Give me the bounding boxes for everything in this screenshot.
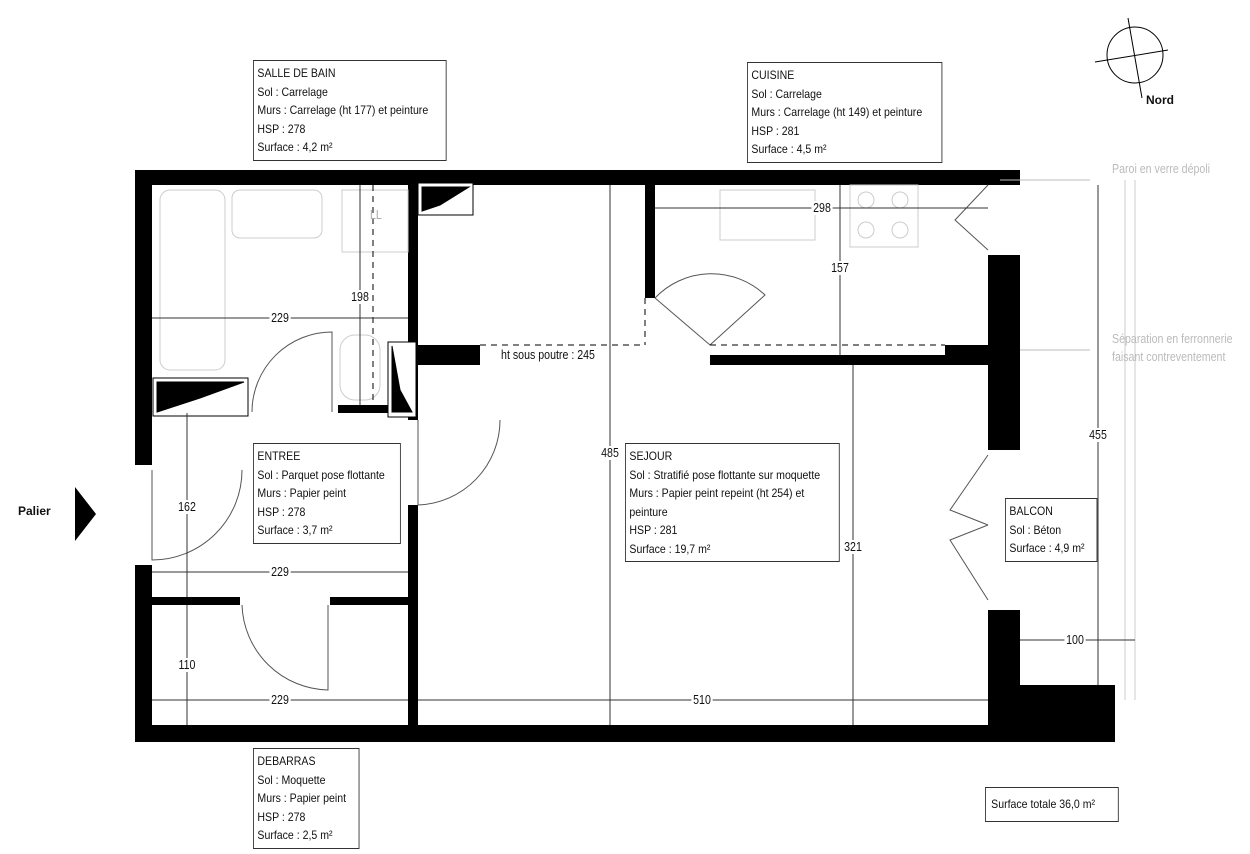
washing-machine	[341, 189, 409, 253]
dim-balcon-width: 100	[1064, 633, 1086, 647]
room-info-entree: ENTREE Sol : Parquet pose flottante Murs…	[253, 443, 401, 544]
room-sol: Sol : Moquette	[257, 772, 326, 787]
room-surface: Surface : 2,5 m²	[257, 828, 333, 842]
surface-totale: Surface totale 36,0 m²	[985, 787, 1119, 822]
dim-poutre: ht sous poutre : 245	[499, 348, 597, 362]
dim-entree-width: 229	[269, 565, 291, 579]
balcon-block	[990, 685, 1115, 742]
room-sol: Sol : Carrelage	[257, 84, 328, 99]
wall-debarras-left	[152, 597, 240, 605]
room-hsp: HSP : 281	[751, 123, 800, 138]
note-separation-2: faisant contreventement	[1112, 350, 1226, 364]
room-name: DEBARRAS	[257, 754, 316, 768]
room-murs-cont: peinture	[629, 504, 668, 519]
room-murs: Murs : Carrelage (ht 149) et peinture	[751, 105, 923, 119]
compass-icon	[1094, 17, 1169, 99]
room-surface: Surface : 4,9 m²	[1009, 541, 1085, 555]
dim-cuisine-width: 298	[811, 201, 833, 215]
doors	[151, 184, 989, 691]
wall-sdb-bottom	[338, 405, 388, 413]
bathtub	[159, 189, 226, 371]
dim-sejour-height: 485	[599, 446, 621, 460]
walls	[135, 170, 1115, 742]
note-separation-1: Séparation en ferronnerie	[1112, 332, 1233, 346]
note-paroi: Paroi en verre dépoli	[1112, 162, 1211, 176]
room-murs: Murs : Papier peint	[257, 486, 347, 500]
dim-debarras-width: 229	[269, 693, 291, 707]
dim-cuisine-height: 157	[829, 261, 851, 275]
room-hsp: HSP : 278	[257, 504, 306, 519]
wall-south	[135, 725, 990, 742]
wall-beam-right	[945, 345, 990, 365]
room-name: CUISINE	[751, 68, 795, 82]
room-sol: Sol : Carrelage	[751, 86, 822, 101]
room-surface: Surface : 4,2 m²	[257, 140, 333, 154]
room-surface: Surface : 19,7 m²	[629, 541, 711, 556]
hob	[849, 184, 919, 248]
room-sol: Sol : Stratifié pose flottante sur moque…	[629, 467, 821, 482]
room-sol: Sol : Parquet pose flottante	[257, 467, 385, 482]
room-info-salle-de-bain: SALLE DE BAIN Sol : Carrelage Murs : Car…	[253, 60, 447, 161]
surface-totale-text: Surface totale 36,0 m²	[991, 797, 1096, 811]
dim-sejour-height-2: 321	[842, 540, 864, 554]
room-info-balcon: BALCON Sol : Béton Surface : 4,9 m²	[1005, 498, 1098, 562]
room-name: SEJOUR	[629, 449, 673, 463]
wall-east-upper	[988, 255, 1020, 450]
dim-debarras-height: 110	[176, 658, 198, 672]
entrance-arrow-icon	[75, 487, 96, 541]
dim-entree-height: 162	[176, 500, 198, 514]
wall-cuisine-left	[645, 180, 655, 298]
dim-sdb-height: 198	[349, 290, 371, 304]
room-hsp: HSP : 278	[257, 809, 306, 824]
washbasin	[231, 189, 323, 239]
wall-cuisine-sejour	[710, 355, 990, 365]
room-murs: Murs : Papier peint repeint (ht 254) et	[629, 486, 805, 500]
room-murs: Murs : Carrelage (ht 177) et peinture	[257, 103, 429, 117]
room-info-sejour: SEJOUR Sol : Stratifié pose flottante su…	[625, 443, 840, 562]
wall-entree-sejour	[408, 505, 418, 742]
wall-beam-left	[418, 345, 480, 365]
ll-label: LL	[370, 208, 382, 222]
room-hsp: HSP : 281	[629, 523, 678, 537]
room-name: BALCON	[1009, 504, 1053, 518]
room-sol: Sol : Béton	[1009, 522, 1062, 537]
north-label: Nord	[1146, 93, 1174, 107]
wall-north	[135, 170, 1020, 185]
palier-label: Palier	[18, 504, 51, 518]
room-surface: Surface : 3,7 m²	[257, 523, 333, 537]
wall-debarras-right	[330, 597, 408, 605]
dim-balcon-height: 455	[1087, 428, 1109, 442]
room-surface: Surface : 4,5 m²	[751, 142, 827, 156]
sink	[719, 189, 816, 241]
room-info-cuisine: CUISINE Sol : Carrelage Murs : Carrelage…	[747, 62, 943, 163]
dim-sejour-width: 510	[691, 693, 713, 707]
room-murs: Murs : Papier peint	[257, 791, 347, 805]
room-name: ENTREE	[257, 449, 301, 463]
dim-sdb-width: 229	[269, 311, 291, 325]
wall-west-upper	[135, 170, 152, 465]
wall-west-lower	[135, 565, 152, 742]
room-info-debarras: DEBARRAS Sol : Moquette Murs : Papier pe…	[253, 748, 360, 849]
wall-sdb-sejour	[408, 170, 418, 420]
room-name: SALLE DE BAIN	[257, 66, 336, 80]
dashed-lines	[372, 185, 945, 405]
columns	[152, 182, 474, 418]
room-hsp: HSP : 278	[257, 121, 306, 136]
